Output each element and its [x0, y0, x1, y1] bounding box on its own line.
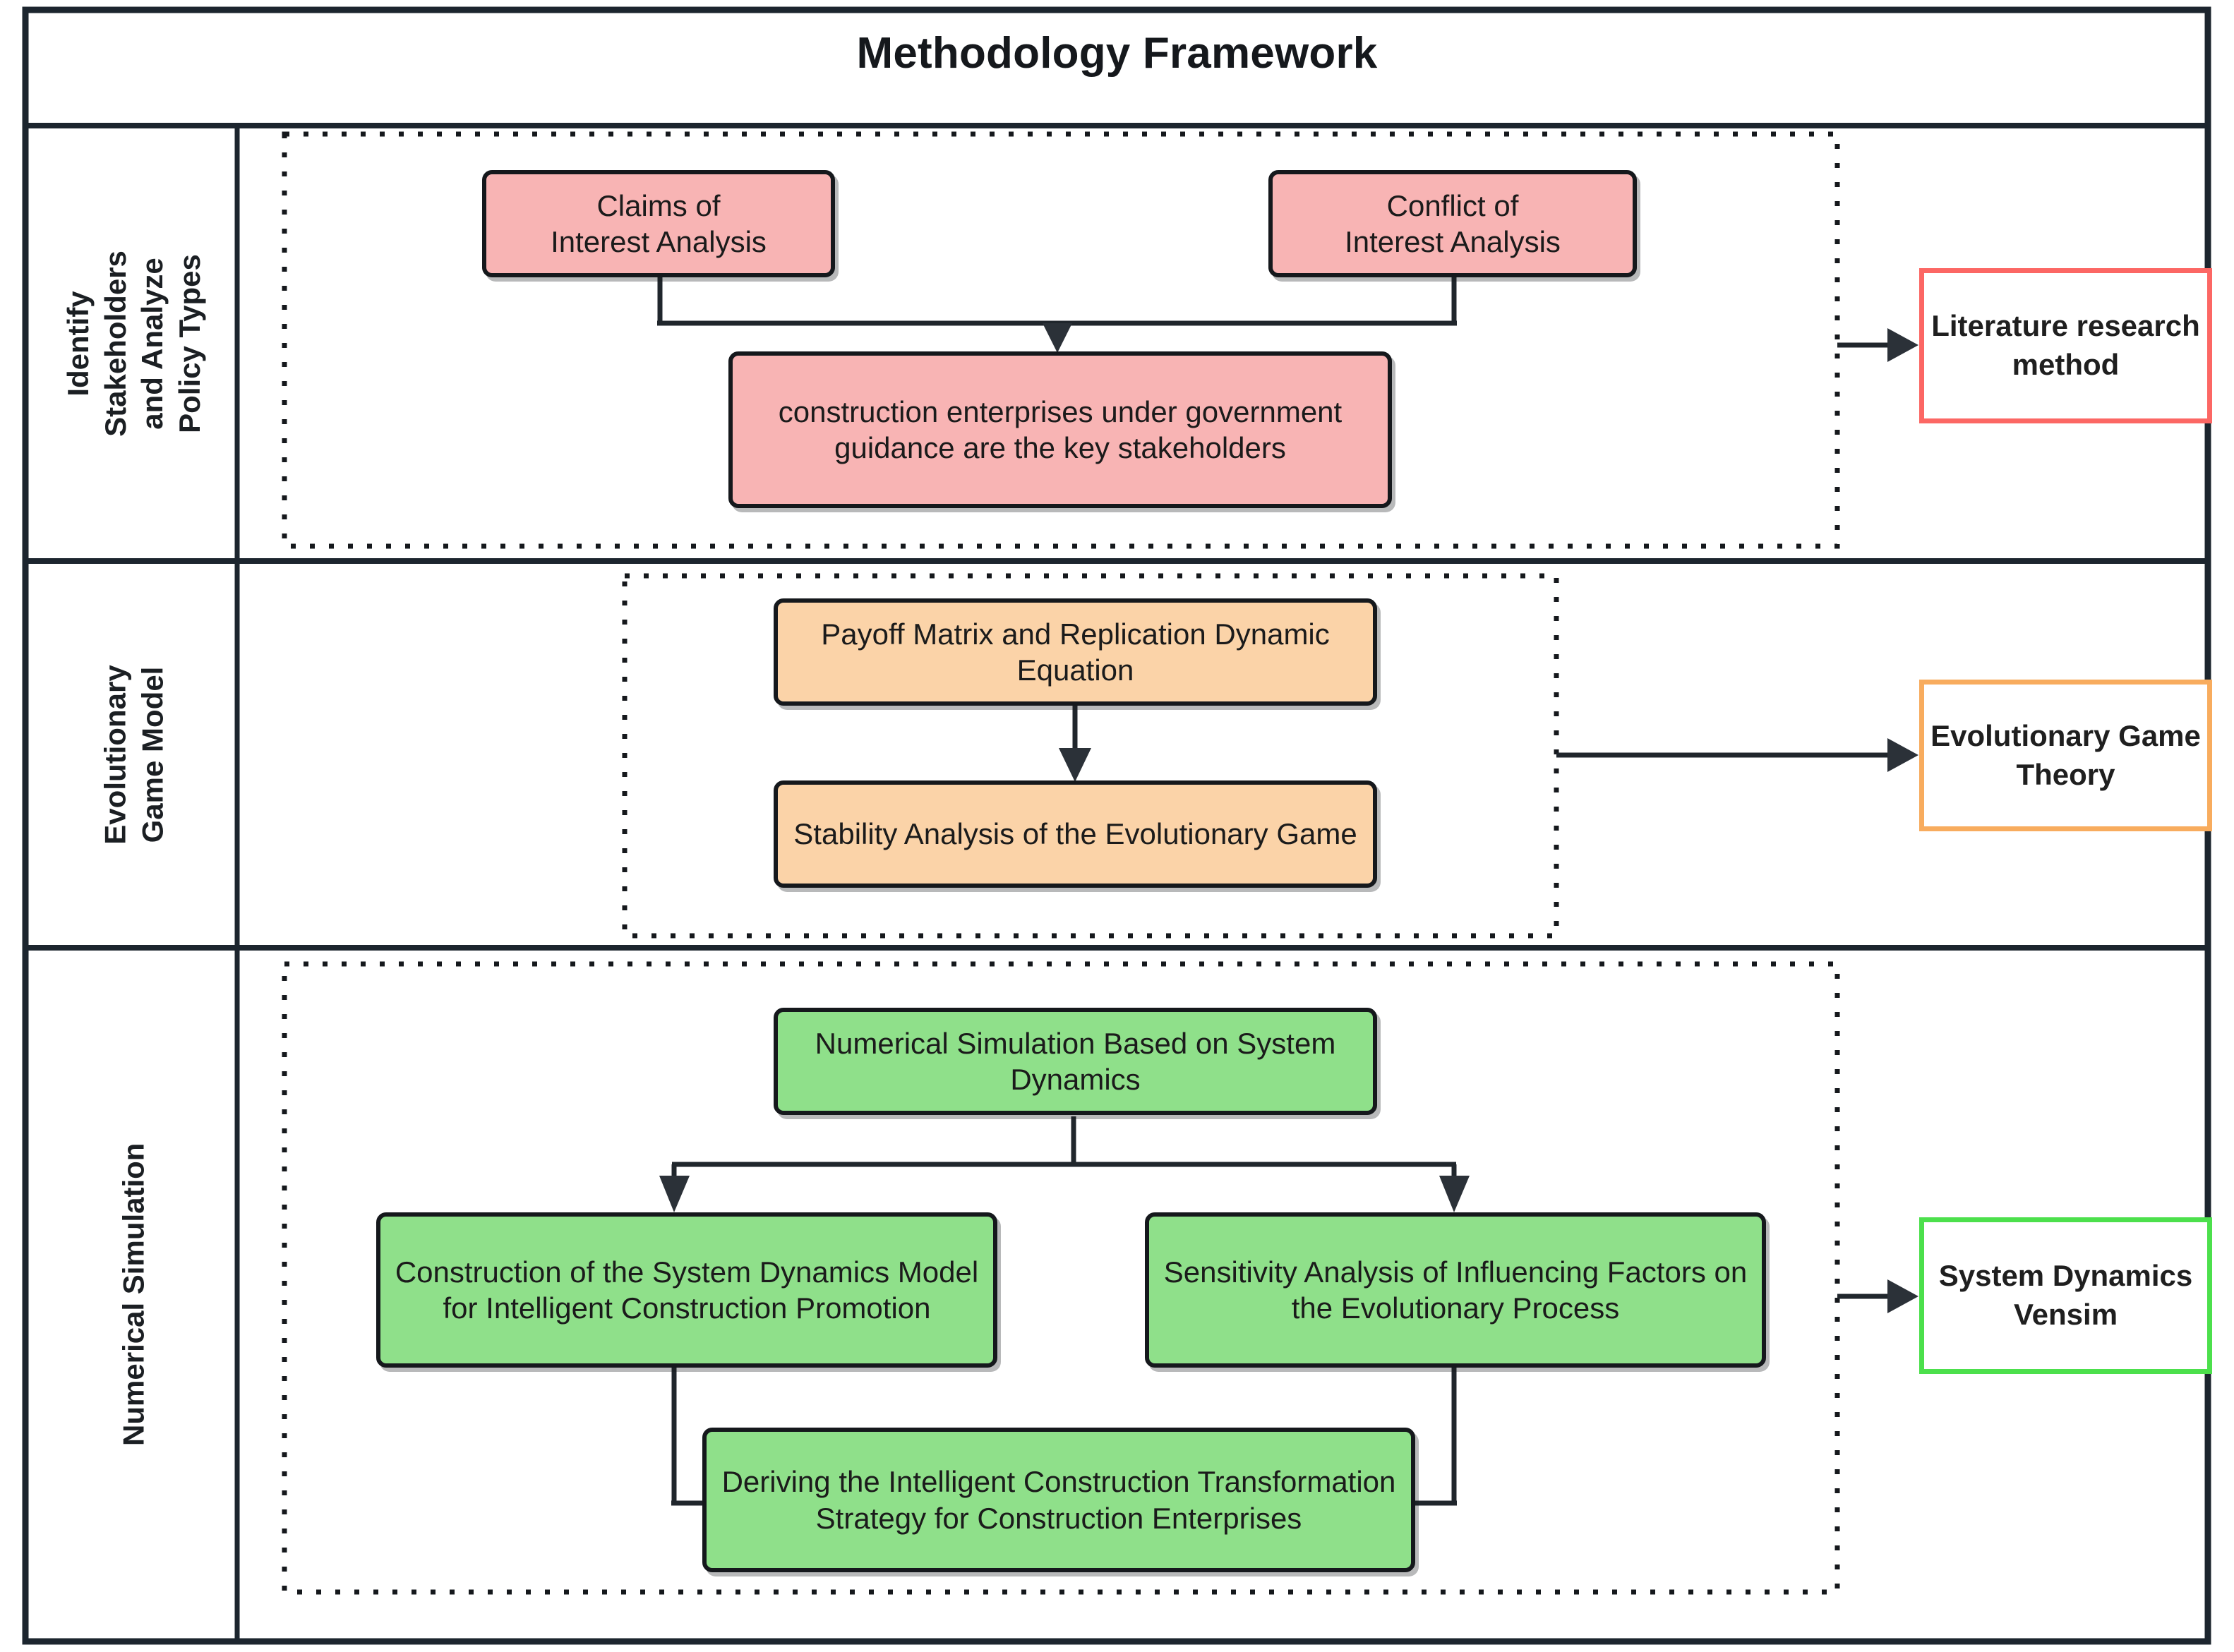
row-label-identify-stakeholders: Identify Stakeholders and Analyze Policy… [32, 128, 236, 559]
row-label-text: Evolutionary Game Model [98, 664, 169, 845]
page-title: Methodology Framework [856, 29, 1378, 78]
method-box-system-dynamics-vensim[interactable]: System Dynamics Vensim [1919, 1217, 2212, 1374]
method-box-literature-research-method[interactable]: Literature research method [1919, 268, 2212, 423]
method-box-evolutionary-game-theory[interactable]: Evolutionary Game Theory [1919, 680, 2212, 831]
row-label-numerical-simulation: Numerical Simulation [32, 951, 236, 1639]
row-label-text: Numerical Simulation [116, 1142, 150, 1447]
node-transformation-strategy[interactable]: Deriving the Intelligent Construction Tr… [702, 1428, 1415, 1572]
node-label: Numerical Simulation Based on System Dyn… [815, 1026, 1336, 1096]
node-label: Stability Analysis of the Evolutionary G… [793, 817, 1357, 851]
method-label: Literature research method [1931, 309, 2200, 381]
node-label: Sensitivity Analysis of Influencing Fact… [1163, 1255, 1748, 1325]
node-numerical-simulation-system-dynamics[interactable]: Numerical Simulation Based on System Dyn… [774, 1008, 1377, 1115]
arrow-literature-research-method [1887, 328, 1918, 362]
row-label-text: Identify Stakeholders and Analyze Policy… [61, 251, 206, 437]
arrow-to-sensitivity-analysis [1439, 1176, 1470, 1212]
arrow-to-sd-model [659, 1176, 690, 1212]
row-label-evolutionary-game-model: Evolutionary Game Model [32, 564, 236, 945]
node-sd-model-construction[interactable]: Construction of the System Dynamics Mode… [376, 1212, 997, 1368]
method-label: Evolutionary Game Theory [1930, 718, 2201, 791]
node-stability-analysis[interactable]: Stability Analysis of the Evolutionary G… [774, 780, 1377, 888]
group-box-row3 [282, 961, 1840, 1595]
node-label: Payoff Matrix and Replication Dynamic Eq… [821, 617, 1330, 687]
arrow-to-key-stakeholders [1043, 323, 1072, 353]
node-label: construction enterprises under governmen… [778, 394, 1343, 464]
node-key-stakeholders[interactable]: construction enterprises under governmen… [728, 351, 1392, 508]
node-label: Deriving the Intelligent Construction Tr… [721, 1465, 1396, 1535]
arrow-to-stability-analysis [1059, 748, 1091, 782]
node-payoff-matrix[interactable]: Payoff Matrix and Replication Dynamic Eq… [774, 598, 1377, 706]
node-sensitivity-analysis[interactable]: Sensitivity Analysis of Influencing Fact… [1145, 1212, 1766, 1368]
arrow-system-dynamics-vensim [1887, 1279, 1918, 1313]
node-label: Construction of the System Dynamics Mode… [395, 1255, 979, 1325]
method-label: System Dynamics Vensim [1938, 1259, 2193, 1331]
arrow-evolutionary-game-theory [1887, 738, 1918, 772]
group-box-row2 [622, 573, 1559, 939]
